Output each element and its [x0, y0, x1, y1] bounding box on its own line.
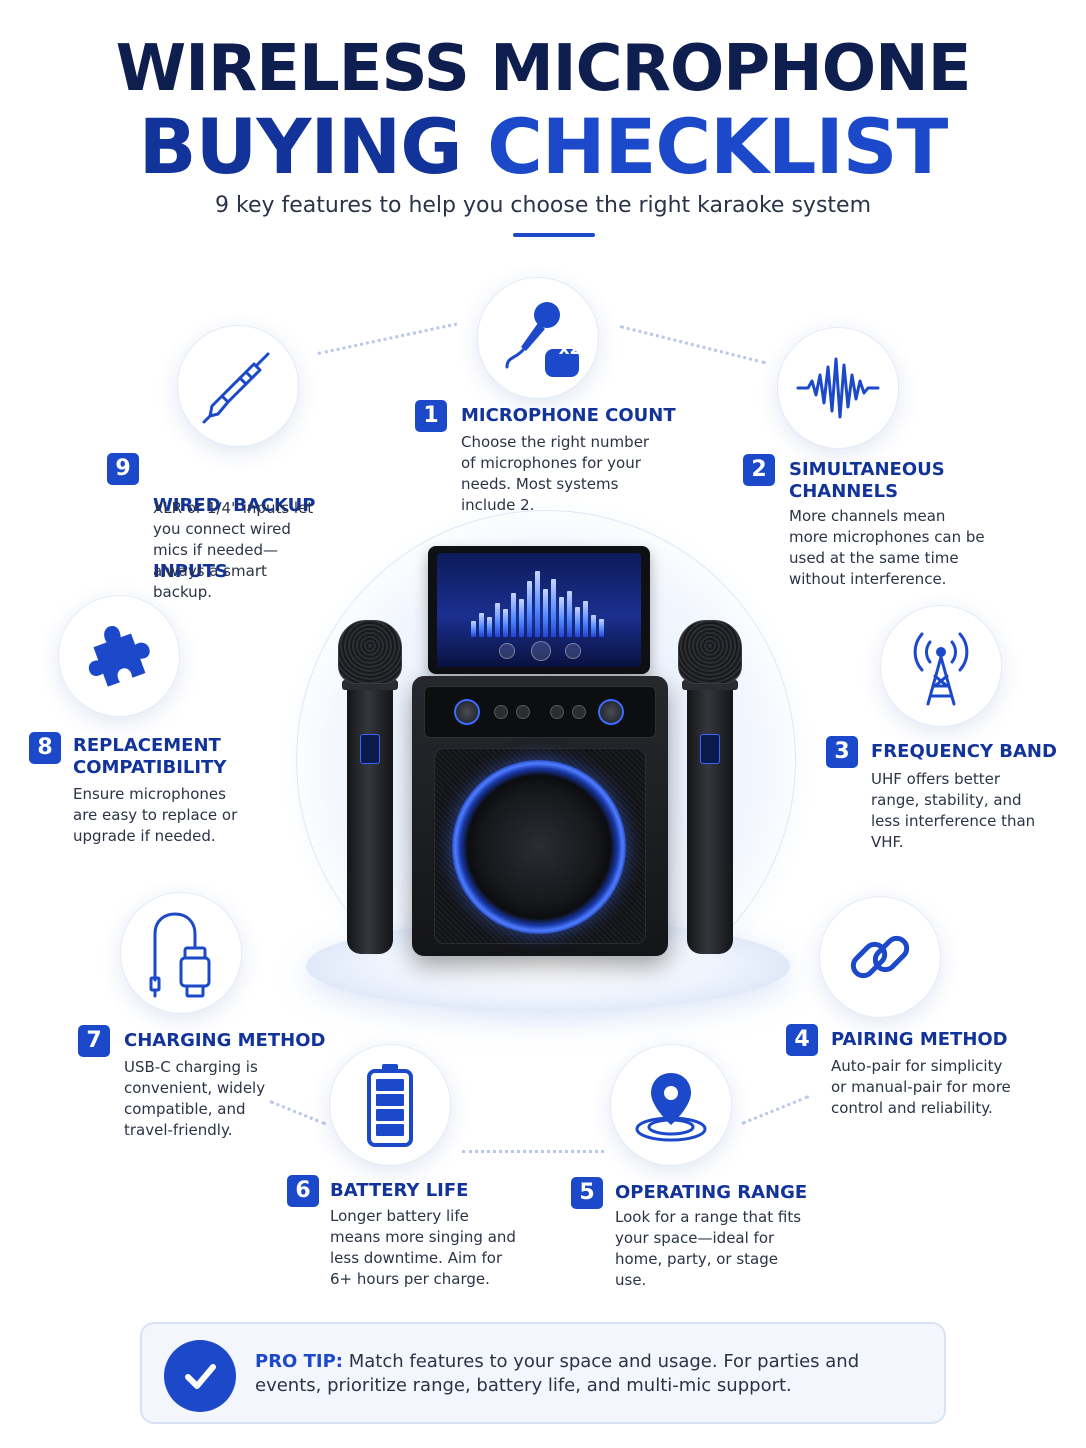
- feature-4-title: PAIRING METHOD: [831, 1029, 1008, 1050]
- feature-3-description: UHF offers better range, stability, and …: [871, 770, 1036, 851]
- feature-3-badge: 3: [826, 736, 858, 768]
- feature-8-title-line-1: REPLACEMENT: [73, 735, 221, 756]
- handheld-mic-left: [347, 680, 393, 954]
- microphone-x2-icon: [505, 302, 579, 377]
- feature-6-badge: 6: [287, 1175, 319, 1207]
- feature-4-badge: 4: [786, 1024, 818, 1056]
- feature-7-description: USB-C charging is convenient, widely com…: [124, 1058, 266, 1139]
- pro-tip-label: PRO TIP:: [255, 1351, 343, 1372]
- chain-link-icon: [850, 935, 910, 979]
- connector-6-5: [462, 1150, 604, 1153]
- feature-5-description: Look for a range that fits your space—id…: [615, 1208, 802, 1289]
- title-word-buying: BUYING: [138, 102, 463, 191]
- screen-prev-icon: [499, 643, 515, 659]
- feature-2-title-line-1: SIMULTANEOUS: [789, 459, 945, 480]
- feature-9-description: XLR or 1/4" inputs let you connect wired…: [153, 499, 314, 601]
- pro-tip-text: PRO TIP: Match features to your space an…: [255, 1350, 915, 1398]
- speaker-woofer: [452, 760, 626, 934]
- feature-2-description: More channels mean more microphones can …: [789, 507, 985, 588]
- feature-9-title-line-1: WIRED BACKUP: [153, 495, 316, 516]
- feature-8-badge: 8: [29, 732, 61, 764]
- feature-3-title: FREQUENCY BAND: [871, 741, 1057, 762]
- mic-count-x2-label: x2: [558, 339, 582, 359]
- feature-2-title: SIMULTANEOUS CHANNELS: [789, 459, 945, 503]
- title-line-2: BUYING CHECKLIST: [0, 104, 1086, 190]
- mic-display-right: [700, 734, 720, 764]
- feature-1-description: Choose the right number of microphones f…: [461, 433, 650, 514]
- audio-jack-icon: [202, 352, 270, 424]
- feature-7-title: CHARGING METHOD: [124, 1030, 326, 1051]
- screen-play-icon: [531, 641, 551, 661]
- feature-8-title: REPLACEMENT COMPATIBILITY: [73, 735, 226, 779]
- feature-1-icon-circle: x2: [477, 277, 599, 399]
- subtitle: 9 key features to help you choose the ri…: [215, 193, 871, 218]
- mic-grille-right: [678, 620, 742, 684]
- sound-wave-icon: [796, 357, 880, 419]
- pro-tip-box: [140, 1322, 946, 1424]
- feature-9-title-line-2: INPUTS: [153, 561, 228, 582]
- handheld-mic-right: [687, 680, 733, 954]
- feature-5-badge: 5: [571, 1177, 603, 1209]
- connector-5-4: [741, 1095, 810, 1125]
- title-divider: [513, 233, 595, 237]
- feature-1-title: MICROPHONE COUNT: [461, 405, 676, 426]
- tablet-screen: [437, 553, 641, 667]
- location-pin-icon: [635, 1073, 707, 1142]
- feature-6-description: Longer battery life means more singing a…: [330, 1207, 516, 1288]
- feature-7-icon-circle: [120, 892, 242, 1014]
- feature-5-title: OPERATING RANGE: [615, 1182, 808, 1203]
- pro-tip-body: Match features to your space and usage. …: [255, 1351, 860, 1396]
- connector-1-2: [619, 325, 766, 365]
- title-word-checklist: CHECKLIST: [487, 102, 948, 191]
- feature-4-description: Auto-pair for simplicity or manual-pair …: [831, 1057, 1011, 1117]
- feature-6-title: BATTERY LIFE: [330, 1180, 469, 1201]
- mic-display-left: [360, 734, 380, 764]
- feature-7-badge: 7: [78, 1025, 110, 1057]
- checkmark-icon: [164, 1340, 236, 1412]
- title-line-1: WIRELESS MICROPHONE: [115, 32, 972, 106]
- usb-cable-icon: [149, 912, 211, 998]
- speaker-knob-left: [454, 699, 480, 725]
- speaker-knob-right: [598, 699, 624, 725]
- feature-8-title-line-2: COMPATIBILITY: [73, 757, 227, 778]
- connector-9-1: [317, 322, 458, 355]
- puzzle-piece-icon: [88, 626, 150, 687]
- feature-5-icon-circle: [610, 1044, 732, 1166]
- screen-next-icon: [565, 643, 581, 659]
- feature-2-icon-circle: [777, 327, 899, 449]
- feature-3-icon-circle: [880, 605, 1002, 727]
- feature-4-icon-circle: [819, 896, 941, 1018]
- feature-9-badge: 9: [107, 453, 139, 485]
- feature-9-icon-circle: [177, 325, 299, 447]
- feature-2-badge: 2: [743, 454, 775, 486]
- feature-8-description: Ensure microphones are easy to replace o…: [73, 785, 238, 845]
- feature-2-title-line-2: CHANNELS: [789, 481, 899, 502]
- radio-tower-icon: [913, 632, 969, 706]
- feature-9-title: WIRED BACKUP INPUTS: [153, 451, 315, 605]
- feature-6-icon-circle: [329, 1044, 451, 1166]
- feature-8-icon-circle: [58, 595, 180, 717]
- feature-1-badge: 1: [415, 400, 447, 432]
- battery-icon: [367, 1064, 413, 1147]
- mic-grille-left: [338, 620, 402, 684]
